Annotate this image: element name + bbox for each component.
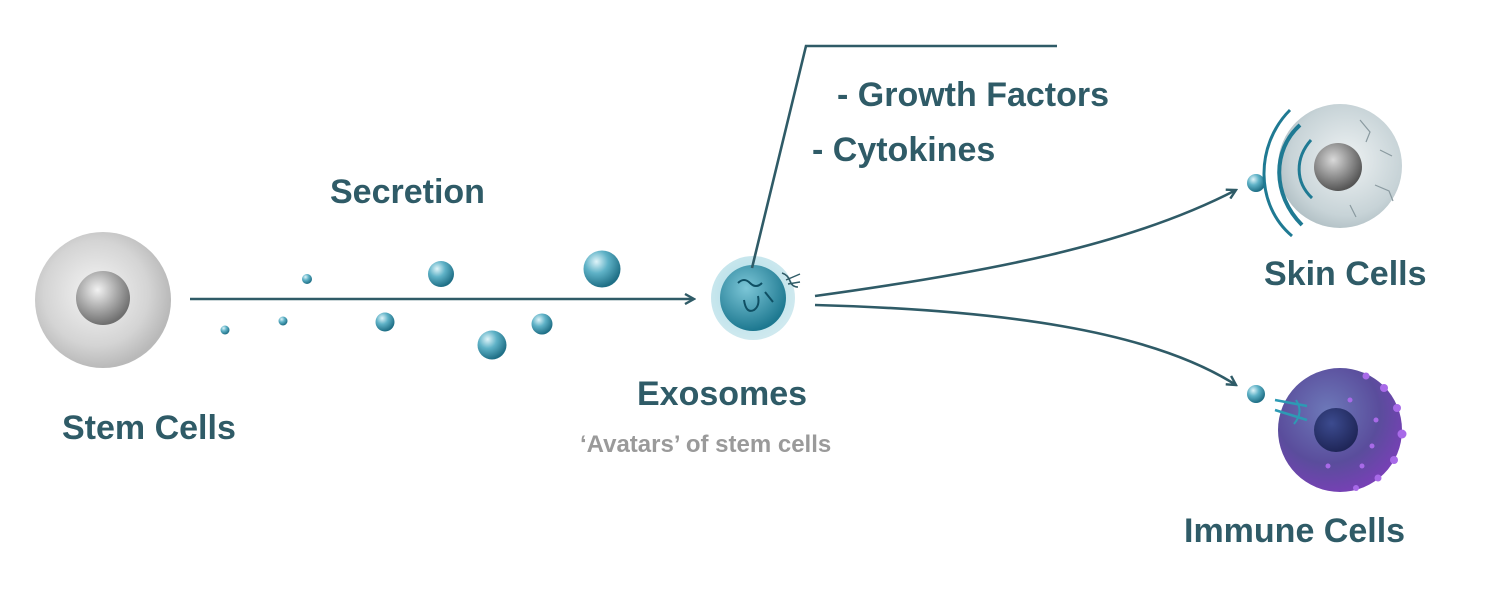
vesicle-icon xyxy=(1247,174,1265,192)
exosomes-label: Exosomes xyxy=(637,375,808,413)
vesicle-icon xyxy=(428,261,454,287)
vesicle-icon xyxy=(278,316,288,326)
vesicle-icon xyxy=(583,250,621,288)
immune-cells-label: Immune Cells xyxy=(1184,512,1406,550)
vesicle-icon xyxy=(220,325,230,335)
vesicle-icon xyxy=(531,313,553,335)
secretion-label: Secretion xyxy=(330,173,485,211)
callout-line xyxy=(750,44,1057,269)
arrow-to-immune-cells xyxy=(814,303,1236,385)
immune-cell-icon xyxy=(1274,368,1407,492)
vesicles xyxy=(220,250,621,360)
skin-cells-label: Skin Cells xyxy=(1264,255,1427,293)
arrow-to-skin-cells xyxy=(814,190,1236,298)
growth-factors-label: - Growth Factors xyxy=(837,76,1110,114)
vesicle-icon xyxy=(1247,385,1265,403)
vesicle-icon xyxy=(302,274,312,284)
exosome-icon xyxy=(711,256,801,340)
skin-cell-icon xyxy=(1262,104,1402,238)
vesicle-icon xyxy=(477,330,507,360)
cytokines-label: - Cytokines xyxy=(812,131,996,169)
exosomes-subtitle: ‘Avatars’ of stem cells xyxy=(580,431,832,458)
stem-cells-label: Stem Cells xyxy=(62,409,236,447)
vesicle-icon xyxy=(375,312,395,332)
stem-cell-icon xyxy=(35,232,171,368)
